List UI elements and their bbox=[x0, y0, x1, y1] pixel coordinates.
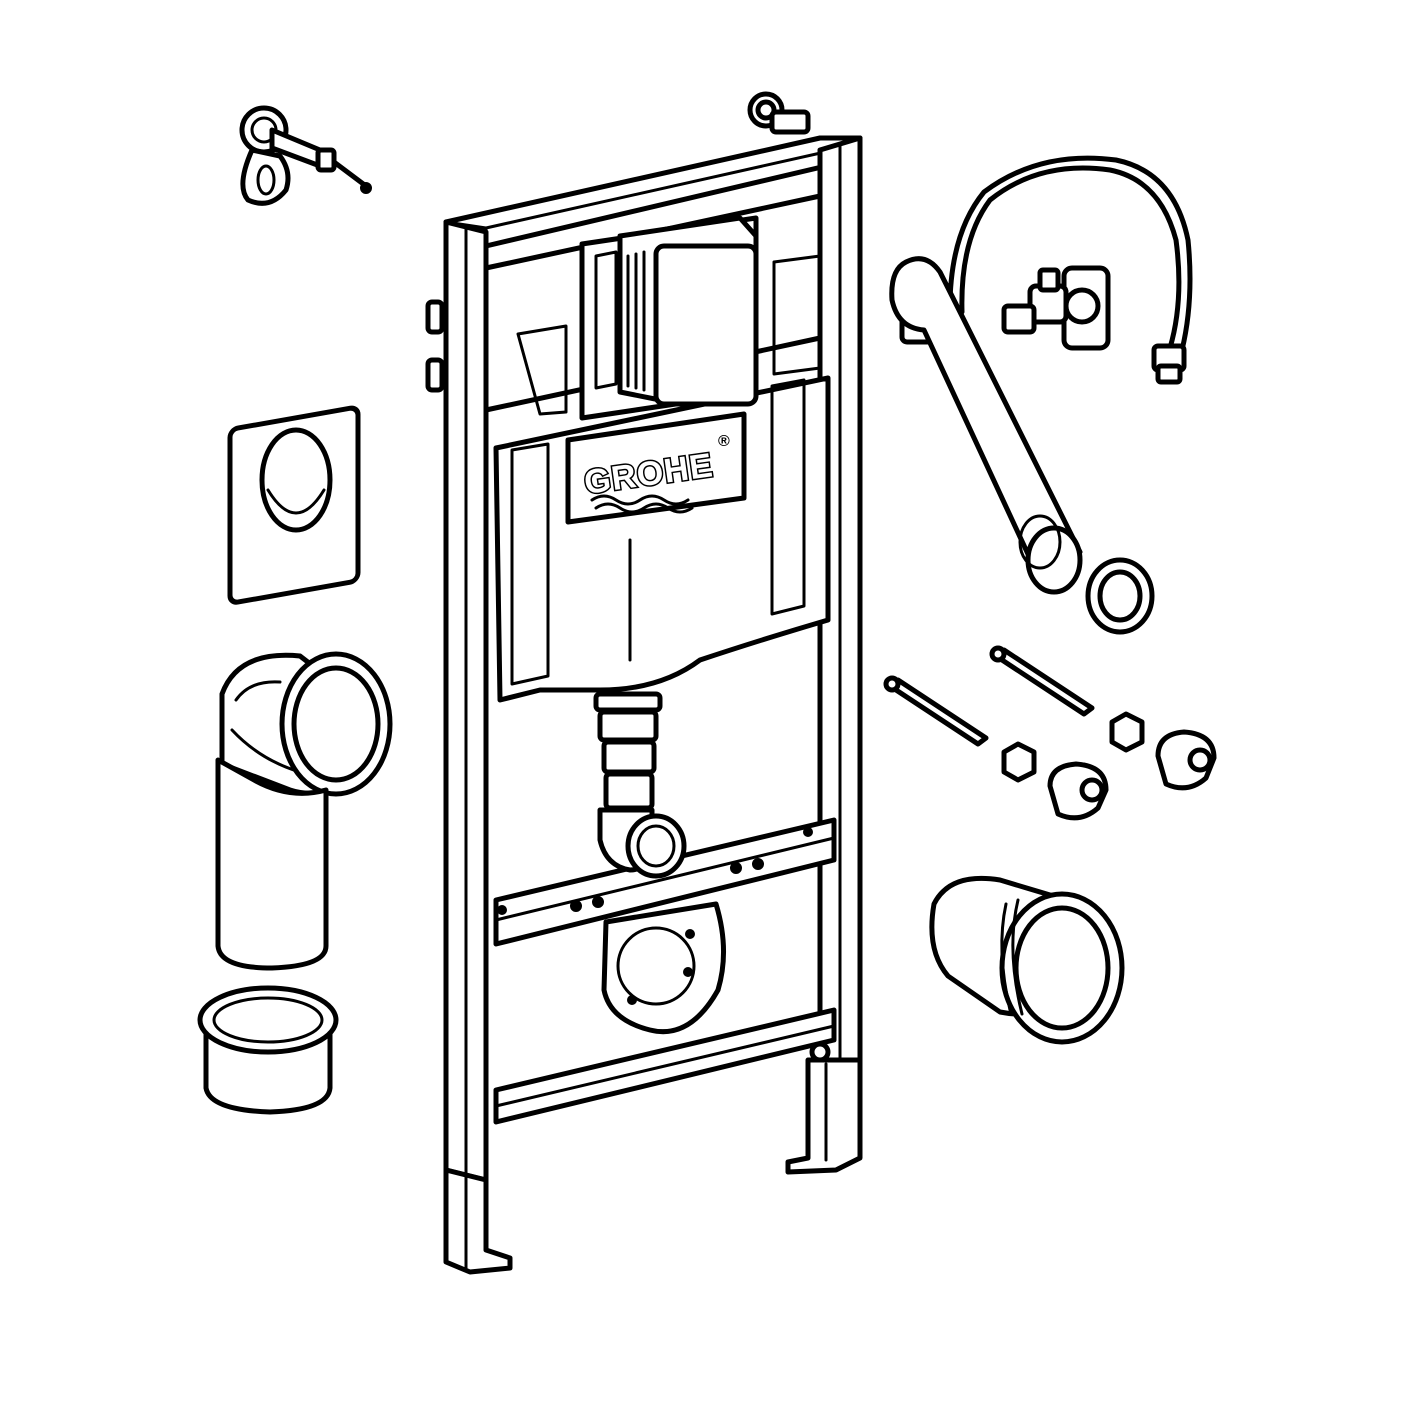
flush-bend bbox=[219, 651, 393, 797]
registered-mark: ® bbox=[718, 433, 730, 450]
actuation-plate bbox=[227, 405, 361, 605]
wall-bracket-set bbox=[239, 105, 372, 206]
drain-connector bbox=[929, 875, 1125, 1045]
cistern: GROHE ® bbox=[483, 193, 831, 1035]
cap-covers bbox=[1047, 729, 1217, 821]
angle-valve bbox=[1001, 265, 1111, 351]
nuts bbox=[1001, 711, 1145, 783]
threaded-rods bbox=[883, 645, 1095, 747]
connection-pipe bbox=[889, 256, 1083, 595]
sealing-sleeve bbox=[1085, 557, 1155, 635]
pipe-end-cap bbox=[197, 985, 339, 1115]
flush-pipe bbox=[215, 757, 329, 971]
